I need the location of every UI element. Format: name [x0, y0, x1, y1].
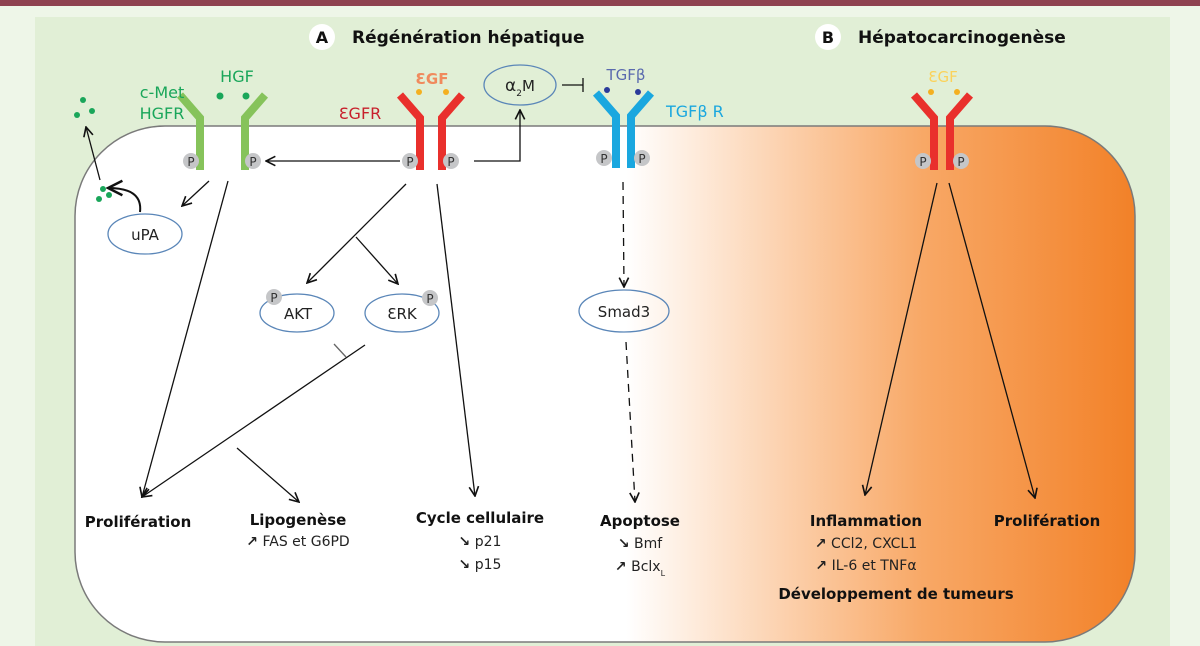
inhibit-akt-tick	[333, 343, 347, 358]
phospho-site: P	[915, 153, 931, 169]
hepatocyte-cell	[74, 125, 1136, 643]
svg-text:↗ CCl2, CXCL1: ↗ CCl2, CXCL1	[815, 536, 917, 552]
svg-text:Inflammation: Inflammation	[810, 512, 922, 530]
svg-text:Lipogenèse: Lipogenèse	[250, 511, 347, 529]
svg-text:P: P	[957, 155, 964, 169]
svg-text:Prolifération: Prolifération	[85, 513, 192, 531]
egf-label-a: ƐGF	[416, 70, 449, 88]
svg-text:P: P	[447, 155, 454, 169]
egfr-label: ƐGFR	[339, 104, 382, 123]
phospho-site: P	[953, 153, 969, 169]
svg-text:↘ p15: ↘ p15	[459, 557, 502, 573]
svg-text:↗ IL-6 et TNFα: ↗ IL-6 et TNFα	[815, 558, 916, 574]
panel-b-badge-letter: B	[822, 28, 834, 47]
tgfb-label: TGFβ	[606, 66, 646, 84]
arrow-egfr-to-cycle	[436, 183, 475, 496]
node-smad3: Smad3	[578, 289, 670, 333]
hgf-ligand-dot	[216, 92, 224, 100]
hgf-ligand-dot	[242, 92, 250, 100]
panel-a-badge	[309, 24, 335, 50]
panel-a-badge-letter: A	[316, 28, 329, 47]
outcome-lipogenese: Lipogenèse ↗ FAS et G6PD	[246, 511, 349, 550]
arrow-egfrb-to-prolif	[948, 182, 1035, 498]
panel-a-title: Régénération hépatique	[352, 28, 585, 48]
arrow-branch-to-erk	[355, 236, 398, 284]
arrow-egfr-to-akt	[307, 183, 407, 283]
cmet-label: c-Met	[140, 83, 185, 102]
svg-text:Prolifération: Prolifération	[994, 512, 1101, 530]
arrow-secretion-out	[86, 127, 101, 181]
phospho-site: P	[183, 153, 199, 169]
phospho-site: P	[596, 150, 612, 166]
outcome-apoptose: Apoptose ↘ Bmf ↗ BclxL	[600, 512, 680, 578]
egf-ligand-dot	[954, 89, 960, 95]
phospho-site: P	[443, 153, 459, 169]
panel-b-badge	[815, 24, 841, 50]
egf-ligand-dot	[928, 89, 934, 95]
tgfb-receptor: TGFβ TGFβ R	[592, 66, 724, 168]
svg-text:P: P	[406, 155, 413, 169]
top-bar	[0, 0, 1200, 6]
arrow-upa-to-secretion	[108, 188, 142, 213]
svg-text:Développement de tumeurs: Développement de tumeurs	[778, 585, 1013, 603]
line-erk-down	[142, 344, 366, 497]
arrow-cmet-to-upa	[182, 180, 210, 206]
arrow-tgfbr-to-smad3	[623, 181, 624, 287]
panel-b-header: B Hépatocarcinogenèse	[815, 24, 1066, 50]
svg-text:Smad3: Smad3	[598, 303, 650, 321]
svg-text:P: P	[249, 155, 256, 169]
svg-text:↗ FAS et G6PD: ↗ FAS et G6PD	[246, 534, 349, 550]
svg-text:uPA: uPA	[131, 226, 160, 244]
svg-text:AKT: AKT	[284, 305, 313, 323]
outcome-inflammation: Inflammation ↗ CCl2, CXCL1 ↗ IL-6 et TNF…	[778, 512, 1013, 603]
secreted-hgf-dots	[74, 97, 112, 202]
svg-text:P: P	[270, 291, 277, 305]
svg-text:P: P	[919, 155, 926, 169]
egf-ligand-dot	[443, 89, 449, 95]
egf-ligand-dot	[416, 89, 422, 95]
arrow-cmet-to-prolif	[142, 180, 229, 497]
egfr-receptor-b: ƐGF	[910, 68, 974, 170]
svg-text:α2M: α2M	[505, 76, 535, 99]
phospho-site: P	[634, 150, 650, 166]
egf-label-b: ƐGF	[928, 68, 957, 86]
svg-text:↗ BclxL: ↗ BclxL	[615, 559, 666, 578]
svg-text:P: P	[187, 155, 194, 169]
node-upa: uPA	[107, 213, 183, 255]
panel-a-header: A Régénération hépatique	[309, 24, 585, 50]
svg-text:P: P	[600, 152, 607, 166]
egfr-receptor-a: ƐGF ƐGFR	[339, 70, 466, 170]
phospho-sites: P P P P P P P P	[183, 150, 969, 169]
hgfr-label: HGFR	[140, 104, 185, 123]
phospho-site: P	[402, 153, 418, 169]
arrows	[86, 78, 1035, 502]
phospho-site: P	[245, 153, 261, 169]
node-a2m: α2M	[483, 64, 557, 106]
outcome-cycle-cellulaire: Cycle cellulaire ↘ p21 ↘ p15	[416, 509, 544, 573]
svg-text:↘ p21: ↘ p21	[459, 534, 502, 550]
svg-text:Cycle cellulaire: Cycle cellulaire	[416, 509, 544, 527]
tgfbr-label: TGFβ R	[665, 102, 724, 121]
svg-text:↘ Bmf: ↘ Bmf	[618, 536, 663, 552]
svg-text:P: P	[426, 292, 433, 306]
panel-b-title: Hépatocarcinogenèse	[858, 28, 1066, 48]
arrow-smad3-to-apoptose	[625, 341, 635, 502]
tgfb-ligand-dot	[604, 87, 610, 93]
tgfb-ligand-dot	[635, 89, 641, 95]
hgf-label: HGF	[220, 67, 254, 86]
cmet-receptor: HGF c-Met HGFR	[140, 67, 269, 170]
arrow-branch-to-lipo	[236, 447, 299, 502]
node-erk: P ƐRK	[364, 290, 440, 333]
outcome-proliferation-a: Prolifération	[85, 513, 192, 531]
svg-text:P: P	[638, 152, 645, 166]
arrow-egfr-to-a2m	[474, 110, 520, 162]
svg-text:ƐRK: ƐRK	[387, 305, 418, 323]
node-akt: P AKT	[259, 289, 335, 333]
arrow-egfrb-to-inflam	[865, 182, 938, 495]
svg-text:Apoptose: Apoptose	[600, 512, 680, 530]
outcome-proliferation-b: Prolifération	[994, 512, 1101, 530]
